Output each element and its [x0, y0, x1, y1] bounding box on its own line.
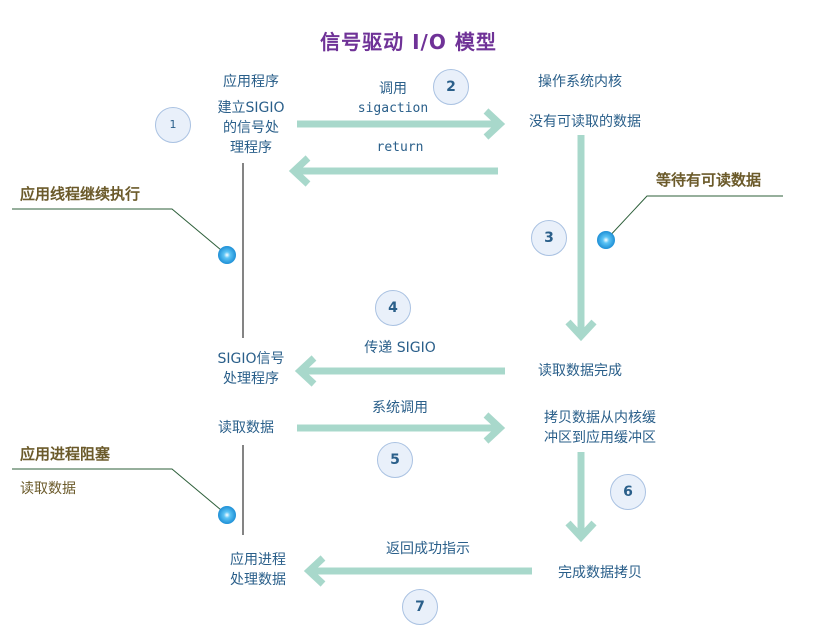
- arrow-return-success: [303, 555, 532, 587]
- step-2: 2: [433, 69, 469, 105]
- app-handler-line1: SIGIO信号: [217, 351, 285, 367]
- kernel-copy-line1: 拷贝数据从内核缓: [544, 410, 656, 426]
- leader-continue: [12, 208, 228, 256]
- app-handler-label: SIGIO信号 处理程序: [196, 349, 306, 389]
- arrow-label-call-line1: 调用: [379, 81, 407, 97]
- app-setup-line1: 建立SIGIO: [217, 100, 285, 116]
- arrow-label-deliver: 传递 SIGIO: [364, 340, 436, 356]
- annotation-blocked: 应用进程阻塞: [20, 445, 111, 463]
- dot-wait: [597, 231, 615, 249]
- app-header: 应用程序: [223, 74, 279, 90]
- app-handler-line2: 处理程序: [223, 371, 279, 387]
- kernel-copy-done-label: 完成数据拷贝: [558, 565, 642, 581]
- arrow-label-syscall: 系统调用: [372, 400, 428, 416]
- step-1: 1: [155, 107, 191, 143]
- arrow-syscall: [297, 412, 506, 444]
- app-process-line2: 处理数据: [230, 572, 286, 588]
- step-7: 7: [402, 589, 438, 625]
- kernel-copy-label: 拷贝数据从内核缓 冲区到应用缓冲区: [520, 408, 680, 448]
- app-setup-label: 建立SIGIO 的信号处 理程序: [196, 98, 306, 158]
- arrow-copy: [565, 452, 597, 543]
- annotation-continue: 应用线程继续执行: [20, 185, 141, 203]
- step-6: 6: [610, 474, 646, 510]
- step-5: 5: [377, 442, 413, 478]
- dot-continue: [218, 246, 236, 264]
- arrow-kernel-wait: [565, 135, 597, 342]
- app-read-label: 读取数据: [218, 420, 274, 436]
- app-process-label: 应用进程 处理数据: [208, 550, 308, 590]
- arrow-return: [288, 155, 498, 187]
- kernel-header: 操作系统内核: [538, 74, 622, 90]
- diagram-title: 信号驱动 I/O 模型: [320, 30, 497, 54]
- kernel-no-data-label: 没有可读取的数据: [529, 114, 641, 130]
- arrow-label-call: 调用 sigaction: [343, 79, 443, 119]
- app-process-line1: 应用进程: [230, 552, 286, 568]
- dot-blocked: [218, 506, 236, 524]
- app-setup-line3: 理程序: [230, 140, 272, 156]
- arrow-label-return: return: [376, 140, 424, 155]
- step-4: 4: [375, 290, 411, 326]
- annotation-blocked-sub: 读取数据: [20, 481, 76, 497]
- annotation-wait: 等待有可读数据: [656, 171, 762, 189]
- leader-wait: [605, 195, 783, 241]
- leader-blocked: [12, 468, 228, 516]
- arrow-label-call-line2: sigaction: [357, 101, 429, 116]
- kernel-copy-line2: 冲区到应用缓冲区: [544, 430, 656, 446]
- kernel-read-done-label: 读取数据完成: [538, 363, 622, 379]
- app-setup-line2: 的信号处: [223, 120, 279, 136]
- arrow-sigaction: [297, 108, 506, 140]
- arrow-label-success: 返回成功指示: [386, 541, 470, 557]
- arrow-deliver-sigio: [294, 355, 505, 387]
- step-3: 3: [531, 220, 567, 256]
